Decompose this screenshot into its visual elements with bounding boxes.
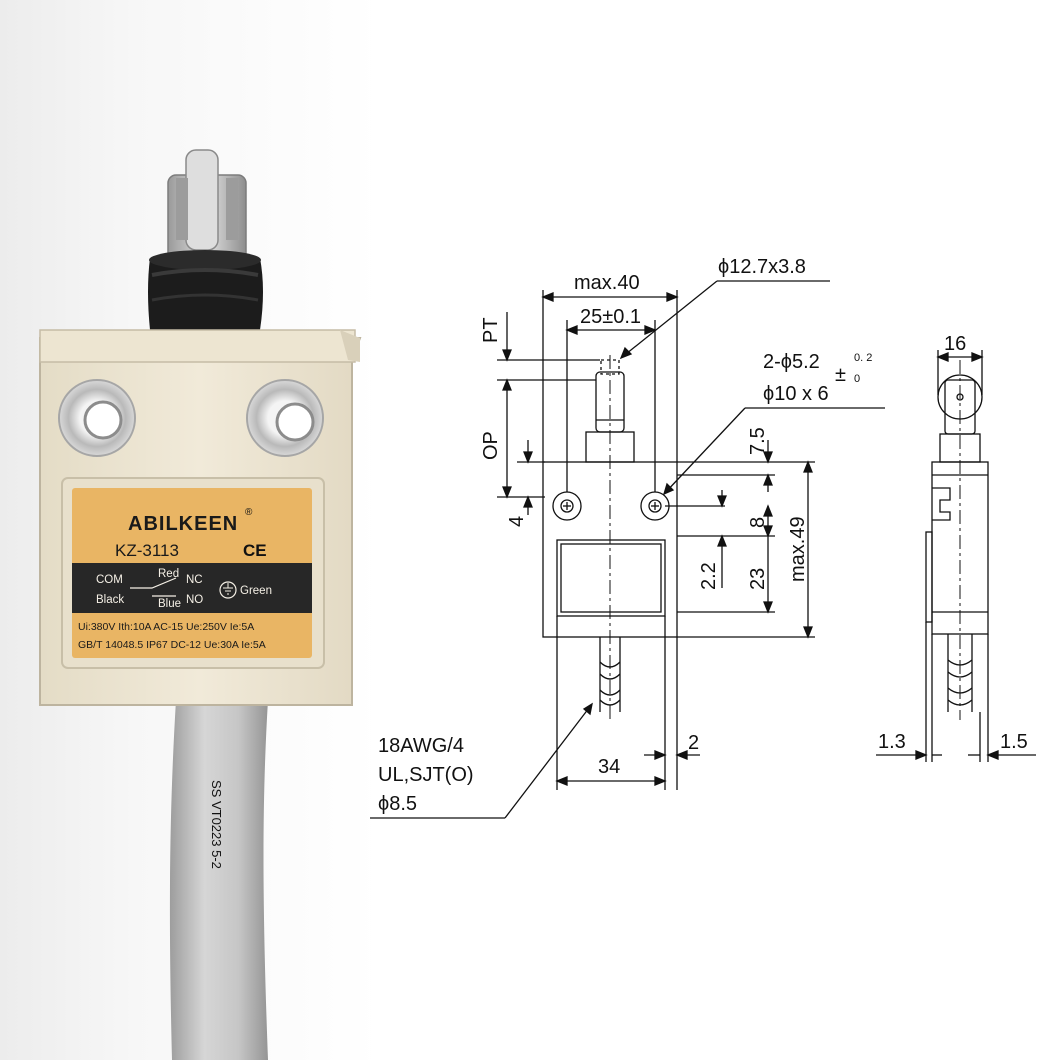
dim-2: 2 bbox=[688, 732, 699, 754]
side-view-drawing bbox=[876, 350, 1036, 762]
front-view-drawing bbox=[370, 280, 885, 819]
ground-icon bbox=[219, 581, 237, 599]
registered-mark: ® bbox=[245, 507, 253, 518]
switch-symbol-icon bbox=[130, 577, 177, 597]
front-label-recess bbox=[556, 539, 666, 617]
cable-print: SS VT0223 5-2 bbox=[209, 780, 224, 869]
dim-16: 16 bbox=[944, 333, 966, 355]
dim-25-tol: 25±0.1 bbox=[580, 306, 641, 328]
wire-red: Red bbox=[158, 568, 179, 580]
wire-blue: Blue bbox=[158, 598, 181, 610]
dim-max40: max.40 bbox=[574, 272, 640, 294]
dim-2-2: 2.2 bbox=[698, 562, 720, 590]
dim-1-5: 1.5 bbox=[1000, 731, 1028, 753]
cable-type: UL,SJT(O) bbox=[378, 764, 474, 786]
model-number: KZ-3113 bbox=[115, 541, 179, 560]
dim-hole: 2-ϕ5.2 bbox=[763, 351, 820, 373]
spec-line-1: Ui:380V Ith:10A AC-15 Ue:250V Ie:5A bbox=[78, 621, 254, 633]
mounting-hole-right bbox=[246, 379, 324, 457]
mounting-hole-left bbox=[58, 379, 136, 457]
dim-4: 4 bbox=[506, 516, 528, 527]
side-view-labels: 16 1.3 1.5 bbox=[878, 333, 1028, 753]
dim-1-3: 1.3 bbox=[878, 731, 906, 753]
dim-boss: ϕ10 x 6 bbox=[763, 383, 829, 405]
dim-hole-tol-lower: 0 bbox=[854, 373, 860, 385]
wiring-band bbox=[72, 563, 312, 613]
dim-op: OP bbox=[480, 431, 502, 460]
dim-34: 34 bbox=[598, 756, 620, 778]
dim-8: 8 bbox=[747, 517, 769, 528]
wire-black: Black bbox=[96, 594, 124, 606]
brand-name: ABILKEEN bbox=[128, 513, 238, 535]
roller-wheel bbox=[185, 149, 219, 251]
dim-hole-tol-sign: ± bbox=[835, 364, 846, 386]
wire-nc: NC bbox=[186, 574, 203, 586]
dim-hole-tol-upper: 0. 2 bbox=[854, 352, 872, 364]
wire-com: COM bbox=[96, 574, 123, 586]
wire-green: Green bbox=[240, 585, 272, 597]
spec-line-2: GB/T 14048.5 IP67 DC-12 Ue:30A Ie:5A bbox=[78, 639, 266, 651]
front-view-labels: max.40 25±0.1 ϕ12.7x3.8 PT OP 4 2-ϕ5.2 ±… bbox=[378, 256, 872, 815]
dim-pt: PT bbox=[480, 317, 502, 343]
dim-23: 23 bbox=[747, 568, 769, 590]
dim-max49: max.49 bbox=[787, 516, 809, 582]
cable-awg: 18AWG/4 bbox=[378, 735, 464, 757]
cable-diameter: ϕ8.5 bbox=[378, 793, 417, 815]
dim-roller: ϕ12.7x3.8 bbox=[718, 256, 806, 278]
ce-mark: CE bbox=[243, 541, 267, 560]
cable bbox=[169, 700, 268, 1060]
product-photo: SS VT0223 5-2 ABILKEEN ® KZ-3113 CE bbox=[39, 149, 362, 1060]
dim-7-5: 7.5 bbox=[747, 427, 769, 455]
wire-no: NO bbox=[186, 594, 203, 606]
